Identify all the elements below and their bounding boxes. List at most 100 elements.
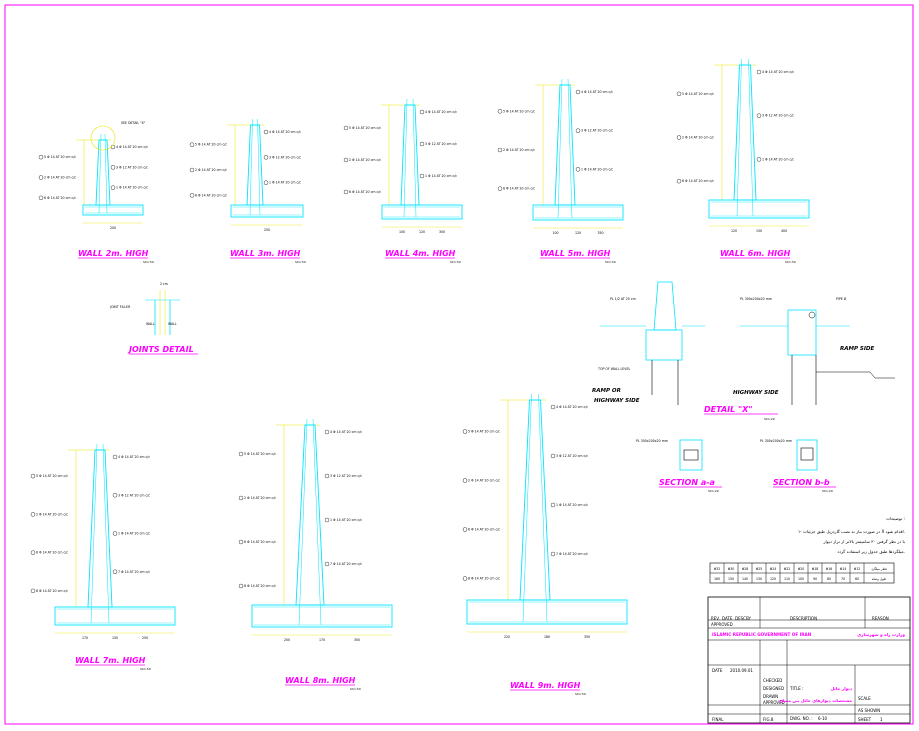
rebar-label: 4 Φ 14 AT 20 cm c/c xyxy=(118,455,150,459)
table-header-cell: Φ12 xyxy=(854,567,861,571)
stem-rebar xyxy=(90,443,98,624)
rebar-marker xyxy=(189,167,195,173)
rebar-marker xyxy=(343,125,349,131)
table-header-cell: Φ14 xyxy=(840,567,847,571)
tb-ref-label: FIG.8 xyxy=(763,717,774,722)
rebar-label: 8 Φ 14 AT 20 cm c/c xyxy=(244,584,276,588)
joint-label-1: JOINT FILLER xyxy=(109,305,131,309)
wall-scale: SC1:50 xyxy=(295,260,306,264)
wall-title: WALL 7m. HIGH xyxy=(75,656,146,665)
wall-top-0: 4 Φ 14 AT 20 cm c/c5 Φ 14 AT 20 cm c/c3 … xyxy=(38,121,154,264)
rebar-label: 4 Φ 14 AT 20 cm c/c xyxy=(762,70,794,74)
rebar-marker xyxy=(112,493,118,498)
joints-detail: JOINT FILLER 2 cm WALL WALL JOINTS DETAI… xyxy=(109,282,198,355)
wall-stem xyxy=(400,104,420,206)
rebar-marker xyxy=(497,147,503,153)
rebar-label: 5 Φ 14 AT 20 cm c/c xyxy=(503,109,535,113)
rebar-marker xyxy=(419,109,425,115)
dim-label: 170 xyxy=(82,636,88,640)
wall-scale: SC1:50 xyxy=(140,667,151,671)
wall-bottom-1: 4 Φ 14 AT 20 cm c/c5 Φ 14 AT 20 cm c/c3 … xyxy=(238,418,393,691)
wall-stem xyxy=(295,424,325,606)
section-bb: PL 300x200x20 mm SECTION b-b SC1:20 xyxy=(760,439,836,493)
table-cell: 70 xyxy=(841,577,845,581)
rebar-marker xyxy=(462,527,468,532)
rebar-label: 1 Φ 14 AT 20 cm c/c xyxy=(762,157,794,161)
detail-x-ramp-side: RAMP SIDE xyxy=(840,346,874,352)
stem-rebar xyxy=(538,393,548,623)
rebar-label: 6 Φ 14 AT 20 cm c/c xyxy=(36,551,68,555)
tb-approved: APPROVED xyxy=(711,622,733,627)
tb-reason: REASON xyxy=(872,616,889,621)
wall-title: WALL 3m. HIGH xyxy=(230,249,301,258)
table-header-cell: Φ25 xyxy=(756,567,763,571)
rebar-marker xyxy=(550,404,556,410)
rebar-marker xyxy=(550,551,556,557)
table-header-cell: Φ16 xyxy=(826,567,833,571)
tb-final-label: FINAL xyxy=(712,717,724,722)
wall-stem xyxy=(87,449,113,608)
rebar-marker xyxy=(575,167,581,172)
notes-heading: توضیحات : xyxy=(886,516,905,521)
rebar-marker xyxy=(38,175,44,180)
rebar-marker xyxy=(462,478,468,483)
wall-bottom-0: 4 Φ 14 AT 20 cm c/c5 Φ 14 AT 20 cm c/c3 … xyxy=(30,443,176,671)
joint-label-4: WALL xyxy=(168,322,177,326)
rebar-label: 2 Φ 14 AT 20 cm c/c xyxy=(468,479,500,483)
rebar-label: 1 Φ 14 AT 20 cm c/c xyxy=(116,186,148,190)
rebar-marker xyxy=(238,583,244,589)
dim-label: 200 xyxy=(284,638,290,642)
table-cell: طول وصله xyxy=(872,577,887,581)
rebar-marker xyxy=(263,129,269,135)
table-cell: 90 xyxy=(813,577,817,581)
rebar-marker xyxy=(324,473,330,479)
rebar-label: 1 Φ 14 AT 20 cm c/c xyxy=(269,181,301,185)
rebar-marker xyxy=(497,109,503,114)
wall-stem xyxy=(246,124,264,206)
table-cell: 110 xyxy=(784,577,790,581)
table-header-cell: Φ30 xyxy=(728,567,735,571)
rebar-label: 5 Φ 14 AT 20 cm c/c xyxy=(349,126,381,130)
detail-x-left-caption-1: RAMP OR xyxy=(592,388,621,394)
rebar-marker xyxy=(112,531,118,536)
wall-scale: SC1:50 xyxy=(605,260,616,264)
tb-title-label: TITLE : xyxy=(789,686,803,691)
detail-x-circle xyxy=(90,125,116,151)
detail-x-right-caption: HIGHWAY SIDE xyxy=(733,390,779,396)
rebar-marker xyxy=(324,561,330,567)
rebar-marker xyxy=(263,155,269,160)
lap-length-table: Φ32160Φ30150Φ28140Φ25130Φ24120Φ22110Φ201… xyxy=(709,562,895,584)
table-header-cell: Φ32 xyxy=(714,567,721,571)
rebar-marker xyxy=(238,451,244,457)
rebar-marker xyxy=(110,165,116,170)
rebar-marker xyxy=(676,135,682,140)
tb-scale-label: SCALE xyxy=(858,696,871,701)
rebar-label: 2 Φ 14 AT 20 cm c/c xyxy=(503,148,535,152)
section-aa: PL 300x200x20 mm SECTION a-a SC1:20 xyxy=(636,439,722,493)
rebar-marker xyxy=(550,502,556,508)
wall-footing xyxy=(708,199,810,219)
tb-desc: DESC. xyxy=(735,616,747,621)
stem-rebar xyxy=(257,118,261,216)
rebar-label: 6 Φ 14 AT 20 cm c/c xyxy=(195,193,227,197)
rebar-marker xyxy=(30,550,36,555)
rebar-label: 3 Φ 12 AT 20 cm c/c xyxy=(118,493,150,497)
wall-title: WALL 9m. HIGH xyxy=(510,681,581,690)
rebar-label: 2 Φ 14 AT 20 cm c/c xyxy=(195,168,227,172)
table-header-cell: Φ18 xyxy=(812,567,819,571)
rebar-marker xyxy=(462,576,468,581)
rebar-marker xyxy=(30,512,36,517)
tb-date-value: 2010.09.01 xyxy=(730,668,753,673)
rebar-marker xyxy=(676,91,682,97)
dim-label: 100 xyxy=(399,230,405,234)
rebar-label: 3 Φ 12 AT 20 cm c/c xyxy=(330,474,362,478)
rebar-marker xyxy=(110,185,116,190)
tb-by: BY xyxy=(746,616,752,621)
rebar-label: 3 Φ 12 AT 20 cm c/c xyxy=(556,454,588,458)
table-cell: 130 xyxy=(756,577,762,581)
stem-rebar xyxy=(104,133,108,214)
dim-label: 100 xyxy=(552,231,558,235)
section-aa-title: SECTION a-a xyxy=(659,478,715,487)
rebar-marker xyxy=(575,128,581,133)
dim-label: 350 xyxy=(597,231,603,235)
